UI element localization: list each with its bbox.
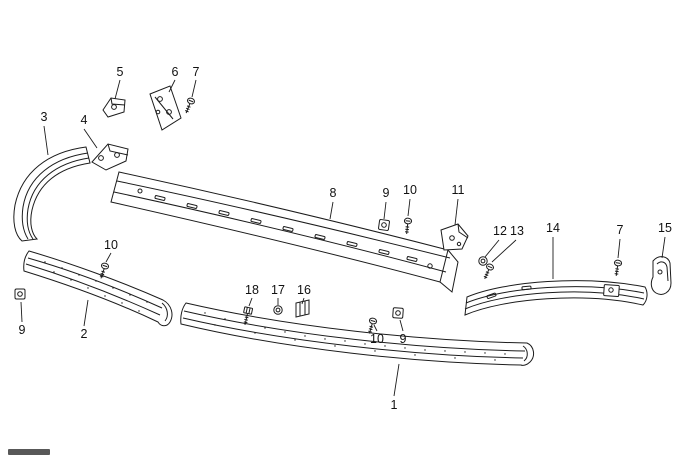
callout-7-right: 7 <box>616 222 624 237</box>
part-1-front-bumper <box>180 302 535 366</box>
callout-10-top: 10 <box>403 182 417 197</box>
callout-12: 12 <box>493 223 507 238</box>
callout-11: 11 <box>451 182 465 197</box>
part-12-washer <box>478 256 488 266</box>
part-9-clip-far-left <box>14 288 26 300</box>
part-7-screw-right <box>612 259 623 277</box>
part-3-corner-strip <box>13 146 91 242</box>
callout-5: 5 <box>116 64 124 79</box>
part-7-screw-top <box>182 96 196 115</box>
callout-4: 4 <box>80 112 88 127</box>
part-9-clip-top <box>377 218 391 232</box>
callout-17: 17 <box>271 282 285 297</box>
callout-1: 1 <box>390 397 398 412</box>
part-4-bracket <box>91 143 129 171</box>
part-17-washer <box>273 305 283 315</box>
callout-16: 16 <box>297 282 311 297</box>
part-9-clip-bottom <box>392 307 404 319</box>
part-2-stipple <box>44 261 148 312</box>
callout-7-top: 7 <box>192 64 200 79</box>
part-14-right-bumper-section <box>464 280 648 316</box>
callout-10-bottom: 10 <box>370 331 384 346</box>
callout-10-left: 10 <box>104 237 118 252</box>
callout-6: 6 <box>171 64 179 79</box>
part-16-clamp <box>295 299 310 318</box>
callout-15: 15 <box>658 220 672 235</box>
part-15-end-piece <box>650 256 672 295</box>
part-2-left-bumper-section <box>23 250 173 327</box>
part-6-mounting-plate <box>149 85 182 131</box>
part-5-clip-bracket <box>102 97 126 118</box>
callout-2: 2 <box>80 326 88 341</box>
corner-code-mark <box>8 449 50 455</box>
part-11-bracket <box>440 223 469 251</box>
leader-lines <box>20 79 666 397</box>
callout-3: 3 <box>40 109 48 124</box>
callout-9-bottom: 9 <box>399 331 407 346</box>
callout-9-top: 9 <box>382 185 390 200</box>
part-8-center-bumper-bar <box>110 171 459 293</box>
callout-13: 13 <box>510 223 524 238</box>
callout-9-far-left: 9 <box>18 322 26 337</box>
part-10-screw-top <box>402 217 413 235</box>
callout-8: 8 <box>329 185 337 200</box>
callout-18: 18 <box>245 282 259 297</box>
callout-14: 14 <box>546 220 560 235</box>
